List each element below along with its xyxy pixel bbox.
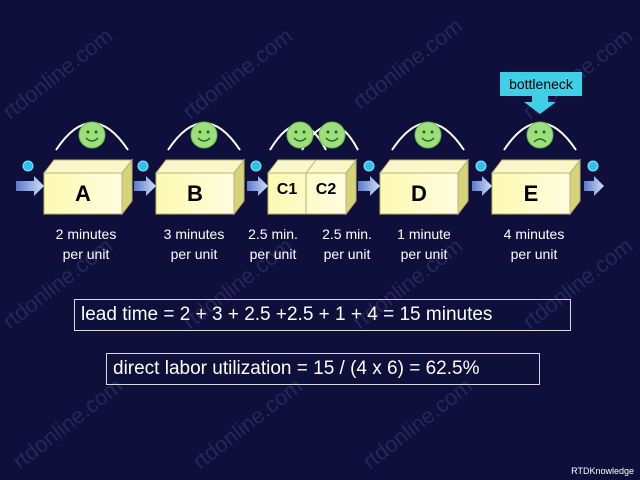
watermark-text: rtdonline.com bbox=[188, 373, 307, 474]
time-label-line1: 3 minutes bbox=[163, 226, 225, 242]
queue-dot-icon bbox=[250, 160, 262, 172]
sad-face-icon bbox=[526, 121, 554, 149]
station-box-b bbox=[154, 158, 246, 216]
callout-pointer-icon bbox=[524, 96, 556, 114]
station-time-label-c2: 2.5 min. per unit bbox=[310, 224, 384, 264]
arrow-icon bbox=[584, 176, 604, 196]
station-time-label-a: 2 minutes per unit bbox=[46, 224, 126, 264]
station-name-d: D bbox=[411, 181, 427, 206]
station-box-d bbox=[378, 158, 470, 216]
flow-arrows bbox=[16, 176, 604, 196]
bottleneck-callout: bottleneck bbox=[500, 72, 582, 96]
watermark-text: rtdonline.com bbox=[358, 373, 477, 474]
smiley-icon bbox=[414, 121, 442, 149]
queue-dot-icon bbox=[137, 160, 149, 172]
time-label-line1: 2.5 min. bbox=[322, 226, 372, 242]
queue-dot-icon bbox=[22, 160, 34, 172]
time-label-line1: 4 minutes bbox=[503, 226, 565, 242]
station-time-label-c1: 2.5 min. per unit bbox=[236, 224, 310, 264]
station-time-label-e: 4 minutes per unit bbox=[494, 224, 574, 264]
time-label-line2: per unit bbox=[62, 246, 110, 262]
arrow-icon bbox=[134, 176, 156, 196]
station-time-label-b: 3 minutes per unit bbox=[154, 224, 234, 264]
station-name-e: E bbox=[523, 181, 539, 206]
time-label-line2: per unit bbox=[400, 246, 448, 262]
station-box-c bbox=[266, 158, 358, 216]
queue-dot-icon bbox=[587, 160, 599, 172]
time-label-line1: 2 minutes bbox=[55, 226, 117, 242]
time-label-line2: per unit bbox=[323, 246, 371, 262]
smiley-icon bbox=[190, 121, 218, 149]
worker-arcs bbox=[55, 122, 577, 151]
watermark-text: rtdonline.com bbox=[348, 13, 467, 114]
arrow-icon bbox=[472, 176, 492, 196]
station-boxes bbox=[42, 158, 582, 216]
utilization-equation: direct labor utilization = 15 / (4 x 6) … bbox=[106, 353, 540, 385]
queue-dot-icon bbox=[363, 160, 375, 172]
station-name-b: B bbox=[187, 181, 203, 206]
time-label-line1: 2.5 min. bbox=[248, 226, 298, 242]
lead-time-equation: lead time = 2 + 3 + 2.5 +2.5 + 1 + 4 = 1… bbox=[74, 299, 571, 331]
worker-faces bbox=[78, 121, 554, 149]
watermark-text: rtdonline.com bbox=[0, 23, 117, 124]
time-label-line2: per unit bbox=[510, 246, 558, 262]
station-name-c2: C2 bbox=[315, 181, 337, 198]
station-name-c1: C1 bbox=[276, 181, 298, 198]
station-time-label-d: 1 minute per unit bbox=[386, 224, 462, 264]
smiley-icon bbox=[78, 121, 106, 149]
brand-logo: RTDKnowledge bbox=[571, 466, 634, 476]
station-box-a bbox=[42, 158, 134, 216]
smiley-icon bbox=[318, 121, 346, 149]
arrow-icon bbox=[247, 176, 268, 196]
queue-dot-icon bbox=[475, 160, 487, 172]
time-label-line2: per unit bbox=[249, 246, 297, 262]
watermark-text: rtdonline.com bbox=[178, 23, 297, 124]
arrow-icon bbox=[358, 176, 380, 196]
time-label-line1: 1 minute bbox=[397, 226, 451, 242]
smiley-icon bbox=[286, 121, 314, 149]
watermark-text: rtdonline.com bbox=[8, 373, 127, 474]
station-name-a: A bbox=[75, 181, 91, 206]
queue-dots bbox=[22, 160, 599, 172]
arrow-icon bbox=[16, 176, 44, 196]
station-box-e bbox=[490, 158, 582, 216]
time-label-line2: per unit bbox=[170, 246, 218, 262]
